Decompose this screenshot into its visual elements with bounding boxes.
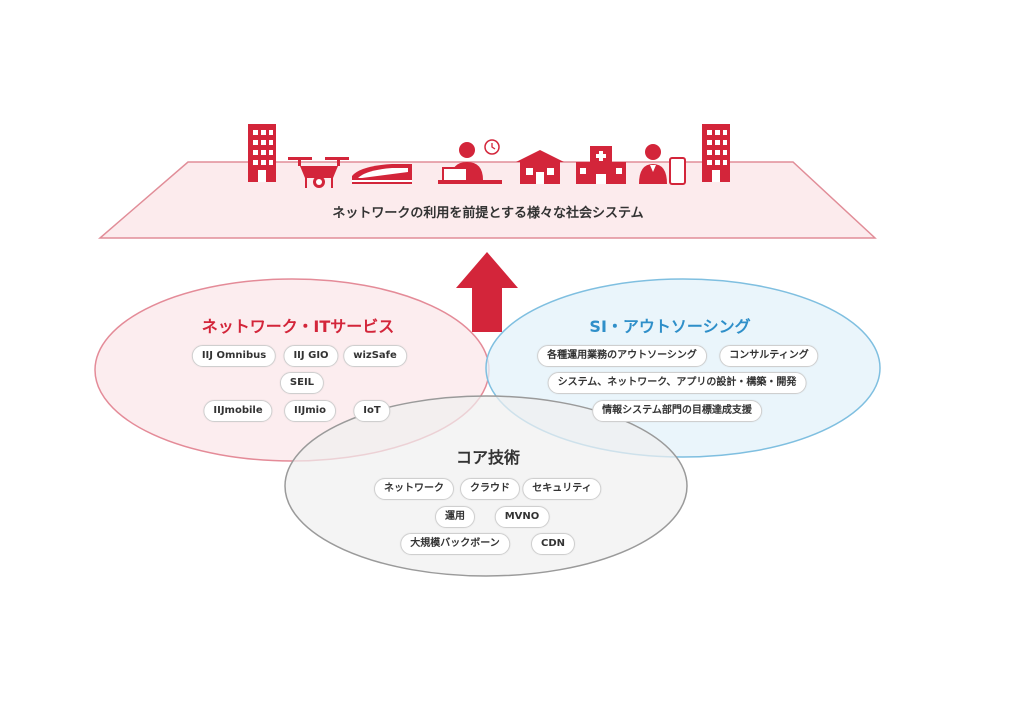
train-icon [352, 164, 412, 184]
si-outsourcing-title: SI・アウトソーシング [589, 317, 751, 336]
drone-icon [288, 157, 349, 188]
network-service-item: IIJ Omnibus [191, 345, 277, 367]
network-service-item: IIJmobile [203, 400, 273, 422]
society-systems-label: ネットワークの利用を前提とする様々な社会システム [332, 206, 644, 221]
si-outsourcing-item: 情報システム部門の目標達成支援 [592, 400, 762, 422]
core-technology-item: 大規模バックボーン [400, 533, 510, 555]
core-technology-item: ネットワーク [374, 478, 454, 500]
network-service-item: IIJmio [284, 400, 336, 422]
core-technology-title: コア技術 [455, 448, 521, 467]
core-technology-item: CDN [530, 533, 576, 555]
hospital-icon [576, 146, 626, 184]
office-worker-icon [438, 139, 502, 184]
core-technology-item: 運用 [435, 506, 475, 528]
network-service-item: IoT [353, 400, 391, 422]
si-outsourcing-item: システム、ネットワーク、アプリの設計・構築・開発 [547, 372, 807, 394]
core-technology-item: クラウド [460, 478, 520, 500]
business-person-icon [639, 144, 686, 185]
network-service-item: IIJ GIO [283, 345, 339, 367]
si-outsourcing-item: コンサルティング [719, 345, 819, 367]
building-icon [248, 124, 276, 182]
network-service-item: wizSafe [343, 345, 407, 367]
tall-building-icon [702, 124, 730, 182]
core-technology-item: MVNO [494, 506, 550, 528]
up-arrow-icon [456, 252, 518, 332]
house-icon [516, 150, 564, 184]
si-outsourcing-item: 各種運用業務のアウトソーシング [537, 345, 707, 367]
society-platform [97, 161, 877, 239]
network-service-item: SEIL [279, 372, 325, 394]
network-services-title: ネットワーク・ITサービス [201, 317, 395, 336]
core-technology-item: セキュリティ [522, 478, 602, 500]
